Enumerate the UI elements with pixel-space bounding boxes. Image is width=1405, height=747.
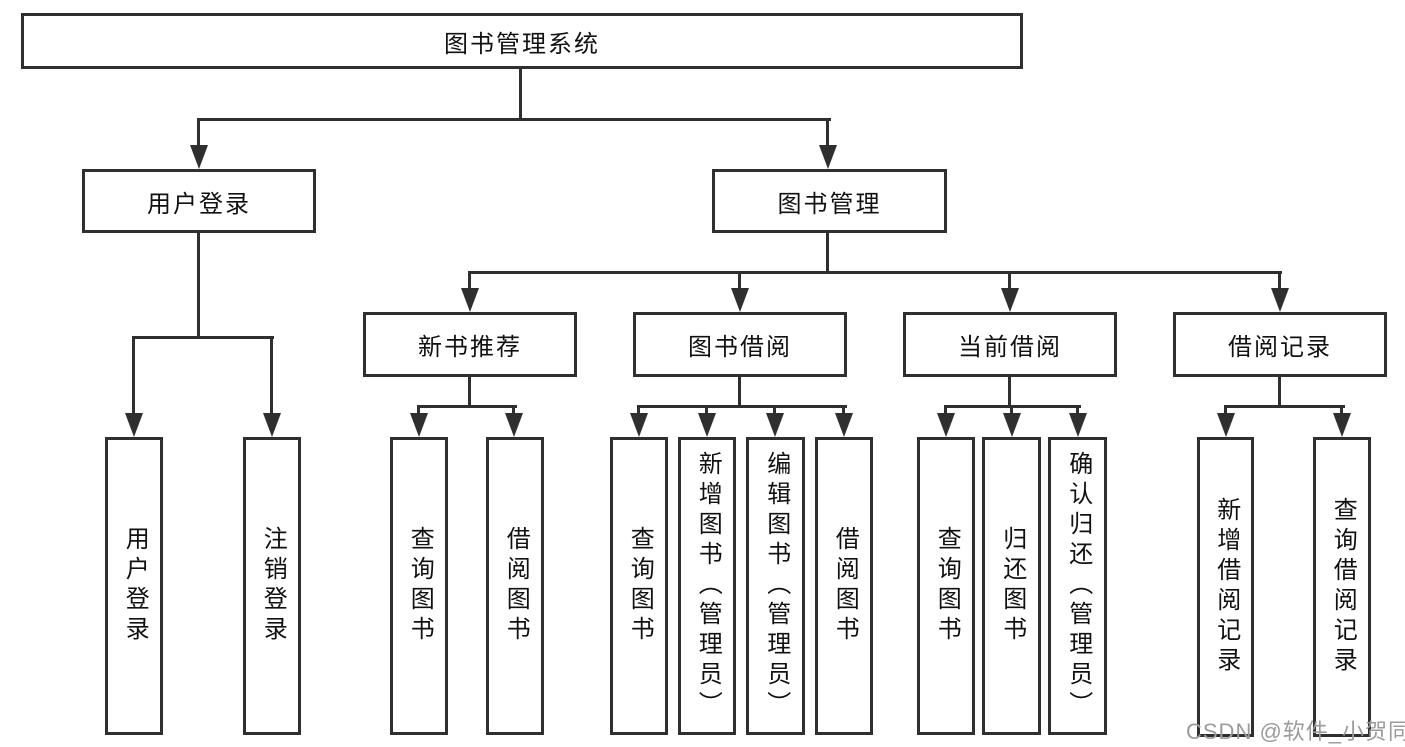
node-user-login: 用户登录 xyxy=(82,169,316,233)
connector-line xyxy=(197,233,200,339)
connector-line xyxy=(132,336,274,339)
connector-line xyxy=(468,377,471,408)
node-label: 归还图书 xyxy=(998,526,1026,646)
arrow-down-icon xyxy=(125,413,143,437)
arrow-down-icon xyxy=(1001,288,1019,312)
arrow-down-icon xyxy=(1333,413,1351,437)
node-label: 当前借阅 xyxy=(958,334,1062,361)
connector-line xyxy=(417,405,517,408)
connector-line xyxy=(637,405,847,408)
connector-line xyxy=(826,118,829,148)
node-label: 确认归还（管理员） xyxy=(1064,451,1092,721)
arrow-down-icon xyxy=(630,413,648,437)
connector-line xyxy=(842,405,845,417)
arrow-down-icon xyxy=(1271,288,1289,312)
connector-line xyxy=(270,336,273,418)
connector-line xyxy=(197,118,831,121)
connector-line xyxy=(417,405,420,417)
node-library-system: 图书管理系统 xyxy=(21,13,1023,69)
arrow-down-icon xyxy=(1003,413,1021,437)
node-label: 查询图书 xyxy=(933,526,961,646)
connector-line xyxy=(738,377,741,408)
connector-line xyxy=(1010,405,1013,417)
node-label: 图书管理 xyxy=(777,190,882,218)
connector-line xyxy=(468,271,1282,274)
node-label: 用户登录 xyxy=(121,526,149,646)
arrow-down-icon xyxy=(698,413,716,437)
node-label: 查询借阅记录 xyxy=(1329,497,1357,677)
node-book-management: 图书管理 xyxy=(712,169,947,233)
node-label: 图书借阅 xyxy=(688,334,792,361)
node-leaf-query-books-2: 查询图书 xyxy=(610,437,668,735)
connector-line xyxy=(637,405,640,417)
connector-line xyxy=(944,405,947,417)
node-label: 借阅图书 xyxy=(831,526,859,646)
arrow-down-icon xyxy=(835,413,853,437)
node-leaf-query-borrow-record: 查询借阅记录 xyxy=(1313,437,1371,737)
node-leaf-add-borrow-record: 新增借阅记录 xyxy=(1197,437,1254,737)
node-leaf-logout: 注销登录 xyxy=(243,437,301,735)
node-leaf-edit-books-admin: 编辑图书（管理员） xyxy=(746,437,805,735)
arrow-down-icon xyxy=(461,288,479,312)
arrow-down-icon xyxy=(731,288,749,312)
connector-line xyxy=(773,405,776,417)
node-label: 借阅记录 xyxy=(1228,334,1332,361)
node-leaf-borrow-books-2: 借阅图书 xyxy=(815,437,873,735)
connector-line xyxy=(826,233,829,274)
arrow-down-icon xyxy=(190,145,208,169)
connector-line xyxy=(512,405,515,417)
connector-line xyxy=(1224,405,1227,417)
node-book-borrowing: 图书借阅 xyxy=(633,312,847,377)
connector-line xyxy=(1278,377,1281,408)
connector-line xyxy=(738,271,741,293)
connector-line xyxy=(132,336,135,418)
arrow-down-icon xyxy=(505,413,523,437)
node-leaf-return-books: 归还图书 xyxy=(982,437,1041,735)
node-leaf-query-books-3: 查询图书 xyxy=(917,437,975,735)
connector-line xyxy=(1008,271,1011,293)
node-new-book-recommend: 新书推荐 xyxy=(363,312,577,377)
connector-line xyxy=(519,69,522,120)
arrow-down-icon xyxy=(1217,413,1235,437)
node-label: 图书管理系统 xyxy=(444,30,600,58)
node-label: 查询图书 xyxy=(406,526,434,646)
node-borrow-records: 借阅记录 xyxy=(1173,312,1387,377)
node-leaf-query-books-1: 查询图书 xyxy=(390,437,448,735)
node-label: 新增借阅记录 xyxy=(1212,497,1240,677)
connector-line xyxy=(1224,405,1345,408)
connector-line xyxy=(1278,271,1281,293)
connector-line xyxy=(705,405,708,417)
node-label: 用户登录 xyxy=(147,190,251,218)
arrow-down-icon xyxy=(263,413,281,437)
connector-line xyxy=(197,118,200,148)
node-leaf-user-login: 用户登录 xyxy=(105,437,163,735)
connector-line xyxy=(1076,405,1079,417)
node-label: 新增图书（管理员） xyxy=(694,451,722,721)
node-leaf-add-books-admin: 新增图书（管理员） xyxy=(678,437,736,735)
arrow-down-icon xyxy=(766,413,784,437)
csdn-watermark: CSDN @软件_小贺同学 xyxy=(1186,719,1405,744)
arrow-down-icon xyxy=(1069,413,1087,437)
node-label: 编辑图书（管理员） xyxy=(762,451,790,721)
node-label: 新书推荐 xyxy=(418,334,522,361)
connector-line xyxy=(468,271,471,293)
connector-line xyxy=(1008,377,1011,408)
node-leaf-confirm-return-admin: 确认归还（管理员） xyxy=(1048,437,1107,735)
node-current-borrowing: 当前借阅 xyxy=(903,312,1117,377)
arrow-down-icon xyxy=(819,145,837,169)
node-label: 借阅图书 xyxy=(502,526,530,646)
arrow-down-icon xyxy=(410,413,428,437)
arrow-down-icon xyxy=(937,413,955,437)
node-label: 查询图书 xyxy=(626,526,654,646)
connector-line xyxy=(1340,405,1343,417)
node-leaf-borrow-books-1: 借阅图书 xyxy=(486,437,544,735)
node-label: 注销登录 xyxy=(259,526,287,646)
